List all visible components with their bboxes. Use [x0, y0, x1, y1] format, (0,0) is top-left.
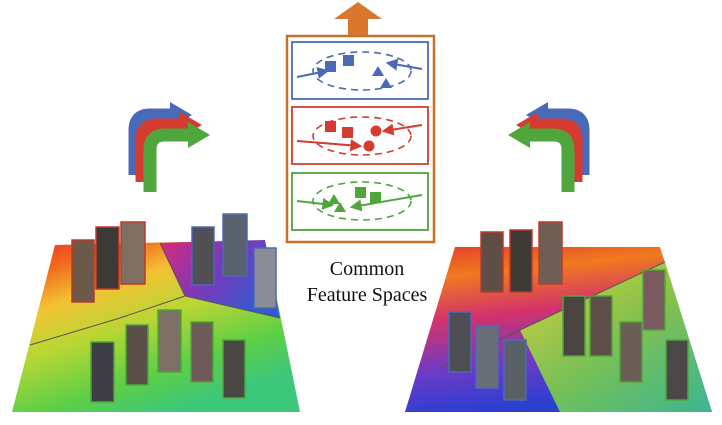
person-image	[125, 324, 149, 386]
person-image	[253, 247, 277, 309]
person-image	[90, 341, 115, 403]
person-image	[619, 321, 643, 383]
green-feature-space	[291, 172, 429, 231]
caption-line-2: Feature Spaces	[306, 284, 428, 306]
person-image	[538, 221, 563, 285]
person-image	[480, 231, 504, 293]
blue-feature-space	[291, 41, 429, 100]
person-image	[157, 309, 182, 373]
caption-line-1: Common	[329, 258, 405, 280]
blue-triangle-marker	[372, 66, 384, 76]
red-square-marker	[325, 121, 336, 132]
person-image	[120, 221, 146, 285]
blue-square-marker	[325, 61, 336, 72]
common-feature-spaces-caption: Common Feature Spaces	[294, 256, 440, 308]
green-square-marker	[355, 187, 366, 198]
green-triangle-marker	[334, 202, 346, 212]
person-image	[222, 339, 246, 399]
person-image	[642, 269, 666, 331]
person-image	[665, 339, 689, 401]
person-image	[503, 339, 527, 401]
person-image	[475, 325, 499, 389]
left-curved-arrows-icon	[128, 102, 210, 192]
person-image	[190, 321, 214, 383]
green-square-marker	[370, 192, 381, 203]
person-image	[95, 226, 120, 290]
person-image	[448, 311, 472, 373]
orange-up-arrow-icon	[334, 2, 382, 36]
left-person-images	[71, 213, 277, 403]
person-image	[589, 295, 613, 357]
blue-square-marker	[343, 55, 354, 66]
blue-triangle-marker	[380, 78, 392, 88]
person-image	[562, 295, 586, 357]
feature-space-stack	[285, 34, 436, 244]
green-triangle-marker	[328, 194, 340, 204]
person-image	[71, 239, 95, 303]
red-circle-marker	[363, 140, 375, 152]
person-image	[509, 229, 533, 293]
red-feature-space	[291, 106, 429, 165]
person-image	[191, 226, 215, 286]
red-square-marker	[342, 127, 353, 138]
red-circle-marker	[370, 125, 382, 137]
person-image	[222, 213, 248, 277]
right-curved-arrows-icon	[508, 102, 590, 192]
right-person-images	[448, 221, 689, 401]
